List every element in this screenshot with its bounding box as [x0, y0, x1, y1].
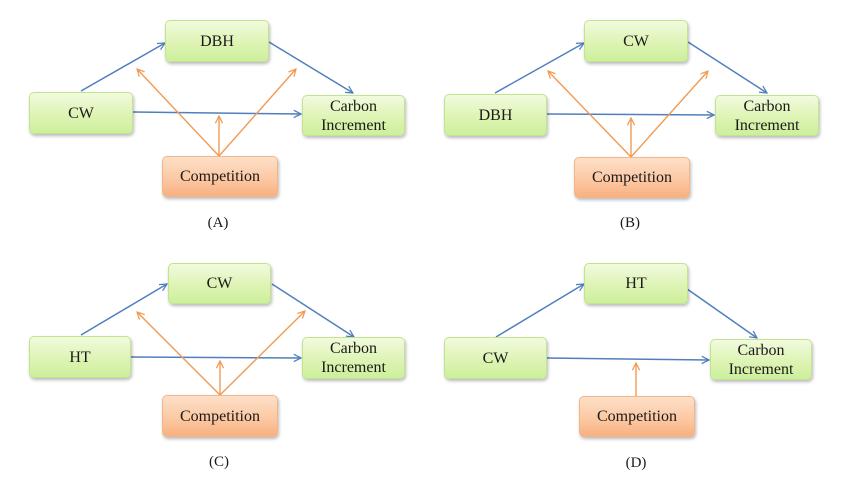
panel-a-arrows: [80, 41, 353, 157]
panel-d-arrows: [495, 283, 757, 396]
arrow-c-predictor-to-mediator: [80, 284, 167, 336]
arrow-b-mediator-to-outcome: [687, 41, 767, 93]
panel-d-moderator-node: Competition: [579, 396, 695, 437]
arrow-a-predictor-to-mediator: [80, 43, 165, 92]
arrow-d-predictor-to-outcome: [546, 358, 709, 360]
arrow-c-predictor-to-outcome: [130, 357, 301, 358]
panel-a-predictor-node: CW: [29, 92, 133, 134]
node-label: CW: [482, 349, 509, 367]
node-label: Carbon Increment: [728, 341, 794, 378]
arrow-c-moderator-left: [137, 312, 221, 396]
node-label: Competition: [180, 407, 260, 425]
arrow-a-predictor-to-outcome: [132, 112, 301, 114]
panel-c-moderator-node: Competition: [162, 395, 278, 437]
panel-d-caption: (D): [625, 455, 647, 471]
panel-d-mediator-node: HT: [584, 263, 688, 304]
arrow-b-moderator-right: [630, 71, 708, 158]
node-label: Competition: [597, 408, 677, 425]
panel-a-outcome-node: Carbon Increment: [302, 95, 405, 136]
arrow-b-predictor-to-outcome: [546, 114, 714, 115]
node-label: Carbon Increment: [734, 97, 800, 134]
arrow-c-moderator-right: [219, 311, 305, 396]
arrow-b-predictor-to-mediator: [494, 43, 584, 94]
node-label: CW: [623, 32, 649, 50]
panel-a-mediator-node: DBH: [165, 20, 269, 62]
node-label: Competition: [592, 169, 672, 186]
node-label: Carbon Increment: [321, 340, 386, 376]
arrow-d-predictor-to-mediator: [495, 284, 584, 338]
panel-b-mediator-node: CW: [584, 20, 688, 62]
arrow-a-moderator-right: [218, 69, 296, 157]
panel-b-outcome-node: Carbon Increment: [715, 95, 819, 136]
panel-a-moderator-node: Competition: [162, 156, 278, 197]
panel-c-outcome-node: Carbon Increment: [302, 337, 405, 379]
panel-a-caption: (A): [207, 215, 229, 231]
node-label: Carbon Increment: [321, 97, 386, 134]
node-label: DBH: [200, 32, 234, 50]
node-label: HT: [625, 275, 647, 292]
arrow-a-moderator-left: [137, 69, 220, 157]
arrow-c-mediator-to-outcome: [271, 283, 354, 337]
node-label: CW: [206, 275, 233, 292]
node-label: Competition: [180, 168, 260, 185]
panel-c-arrows: [80, 283, 354, 396]
panel-b-arrows: [494, 41, 767, 158]
panel-c-mediator-node: CW: [168, 263, 271, 304]
arrow-a-mediator-to-outcome: [268, 41, 353, 93]
panel-c-predictor-node: HT: [29, 336, 131, 378]
arrow-d-mediator-to-outcome: [679, 283, 757, 338]
panel-c-caption: (C): [209, 454, 229, 470]
panel-b-moderator-node: Competition: [574, 157, 690, 198]
panel-d-outcome-node: Carbon Increment: [710, 339, 812, 380]
node-label: DBH: [478, 106, 513, 124]
arrow-b-moderator-left: [548, 71, 632, 158]
panel-b-predictor-node: DBH: [444, 94, 547, 136]
node-label: HT: [69, 348, 91, 366]
node-label: CW: [68, 104, 94, 122]
panel-b-caption: (B): [620, 215, 640, 231]
panel-d-predictor-node: CW: [444, 337, 547, 379]
